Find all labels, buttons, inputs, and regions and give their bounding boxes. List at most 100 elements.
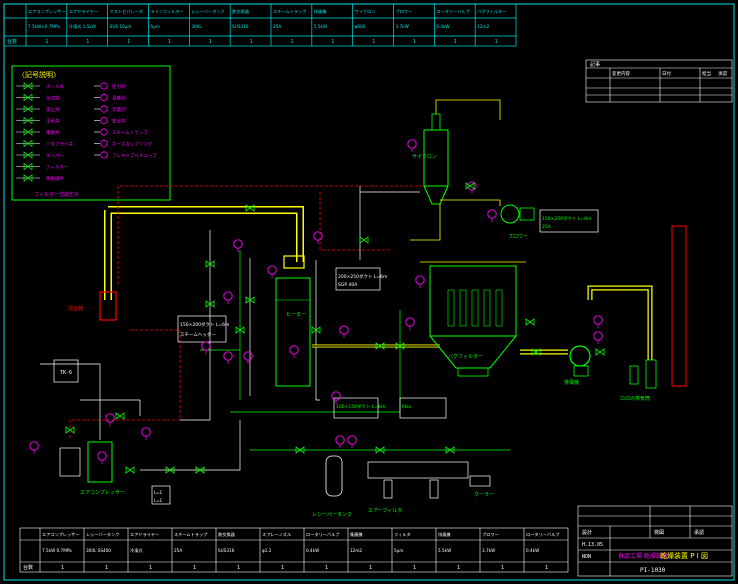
chimney-label: ロロの排気筒 — [620, 395, 650, 402]
valve-icon — [195, 466, 205, 474]
title-block — [577, 505, 733, 577]
bottom-col-qty: 1 — [105, 565, 108, 571]
bottom-col-qty: 1 — [457, 565, 460, 571]
svg-text:200×250ダクト L=6m: 200×250ダクト L=6m — [338, 273, 387, 280]
legend-valve-icon — [23, 162, 33, 171]
svg-text:Max: Max — [402, 404, 412, 410]
bottom-col-spec: 12m2 — [350, 548, 362, 553]
compressor-label: エアコンプレッサー — [80, 490, 125, 496]
legend-instrument-icon — [100, 105, 108, 113]
top-col-spec: SUS 10μm — [110, 24, 132, 29]
top-col-header: エアコンプレッサー — [28, 9, 66, 15]
bottom-col-header: 排風機 — [438, 531, 451, 538]
bottom-col-spec: 5.5kW — [438, 548, 451, 553]
top-col-header: ブロワー — [396, 8, 413, 14]
legend-item-label: ホースカップリング — [112, 141, 153, 148]
bottom-col-spec: 0.4kW — [526, 548, 539, 553]
valve-icon — [525, 318, 535, 326]
legend-item-label: 圧力計 — [112, 83, 126, 90]
legend-item-label: 逆止弁 — [46, 106, 60, 113]
legend-valve-icon — [23, 128, 33, 136]
top-col-header: ラインフィルター — [151, 8, 184, 15]
gauge-icon — [233, 239, 243, 249]
dryer-column — [275, 277, 311, 387]
gauge-icon — [141, 427, 151, 437]
blower-symbol — [500, 204, 520, 224]
gauge-icon — [201, 341, 211, 351]
legend-instrument-icon — [100, 116, 108, 125]
legend-instrument-icon — [100, 93, 108, 102]
tk6-label: TK-6 — [60, 370, 72, 376]
legend-item-label: バタフライ弁 — [46, 141, 73, 148]
legend-item-label: 温度計 — [112, 95, 126, 102]
top-col-spec: 25A — [273, 24, 281, 29]
mixer-label: 混合器 — [68, 305, 83, 312]
top-col-spec: 5.5kW — [314, 24, 327, 29]
gauge-icon — [339, 325, 349, 335]
valve-icon — [375, 342, 385, 350]
valve-icon — [395, 342, 405, 350]
callout-1 — [177, 315, 227, 343]
legend-valve-icon — [23, 93, 33, 102]
gauge-icon — [487, 209, 497, 219]
legend-instrument-icon — [100, 151, 108, 159]
top-col-spec: 0.4kW — [436, 24, 449, 29]
gauge-icon — [331, 391, 341, 401]
top-col-qty: 1 — [209, 39, 212, 45]
legend-item-label: ダンパー — [46, 152, 64, 159]
valve-icon — [359, 236, 369, 244]
bottom-col-qty: 1 — [193, 565, 196, 571]
top-col-qty: 1 — [495, 39, 498, 45]
bottom-col-header: ブロワー — [482, 531, 499, 537]
bottom-col-spec: 25A — [174, 548, 182, 553]
gauge-icon — [243, 351, 253, 361]
bottom-col-qty: 1 — [413, 565, 416, 571]
bottom-col-spec: 0.4kW — [306, 548, 319, 553]
valve-icon — [245, 204, 255, 212]
main-duct-top — [108, 206, 304, 262]
top-col-header: 排風機 — [314, 8, 327, 15]
bottom-col-header: スチームトラップ — [174, 532, 208, 538]
svg-text:SGP 40A: SGP 40A — [338, 282, 358, 288]
legend-instrument-icon — [100, 128, 108, 136]
valve-icon — [375, 446, 385, 454]
callout-3 — [539, 209, 599, 233]
bottom-col-qty: 1 — [237, 565, 240, 571]
tb-drawn: 設計 — [582, 529, 592, 536]
top-col-header: スチームトラップ — [273, 9, 307, 15]
gauge-icon — [415, 275, 425, 285]
gauge-icon — [223, 351, 233, 361]
top-col-header: 熱交換器 — [232, 8, 250, 15]
tb-date: H.13.05 — [582, 542, 603, 548]
legend-valve-icon — [23, 105, 33, 113]
legend-valve-icon — [23, 151, 33, 159]
legend-valve-icon — [23, 139, 33, 148]
top-col-qty: 1 — [250, 39, 253, 45]
legend-item-label: 伸縮継手 — [46, 175, 64, 182]
bottom-col-qty: 1 — [501, 565, 504, 571]
svg-text:150×200ダクト L=8m: 150×200ダクト L=8m — [542, 215, 591, 222]
gauge-icon — [467, 181, 477, 191]
gauge-icon — [223, 291, 233, 301]
receiver-label: レシーバータンク — [312, 511, 352, 518]
svg-text:25A: 25A — [542, 224, 552, 230]
legend-item-label: フレキシブルチューブ — [112, 152, 157, 159]
gauge-icon — [405, 317, 415, 327]
legend-valve-icon — [23, 82, 33, 90]
legend-item-label: フィルター — [46, 164, 69, 171]
signal-line-3 — [69, 329, 181, 440]
valve-icon — [595, 348, 605, 356]
legend-valve-icon — [23, 116, 33, 125]
bottom-col-header: ロータリーバルブ — [306, 531, 340, 538]
gauge-icon — [29, 441, 39, 451]
bottom-qty-label: 台数 — [23, 564, 33, 571]
valve-icon — [65, 426, 75, 434]
valve-icon — [245, 296, 255, 304]
gauge-icon — [335, 435, 345, 445]
bottom-col-header: スプレーノズル — [262, 531, 291, 538]
tb-approved: 承認 — [694, 529, 704, 536]
bottom-col-header: フィルタ — [394, 531, 411, 538]
valve-icon — [235, 326, 245, 334]
svg-text:150×200ダクト L=6m: 150×200ダクト L=6m — [180, 321, 229, 328]
legend-item-label: 仕切弁 — [46, 95, 60, 102]
